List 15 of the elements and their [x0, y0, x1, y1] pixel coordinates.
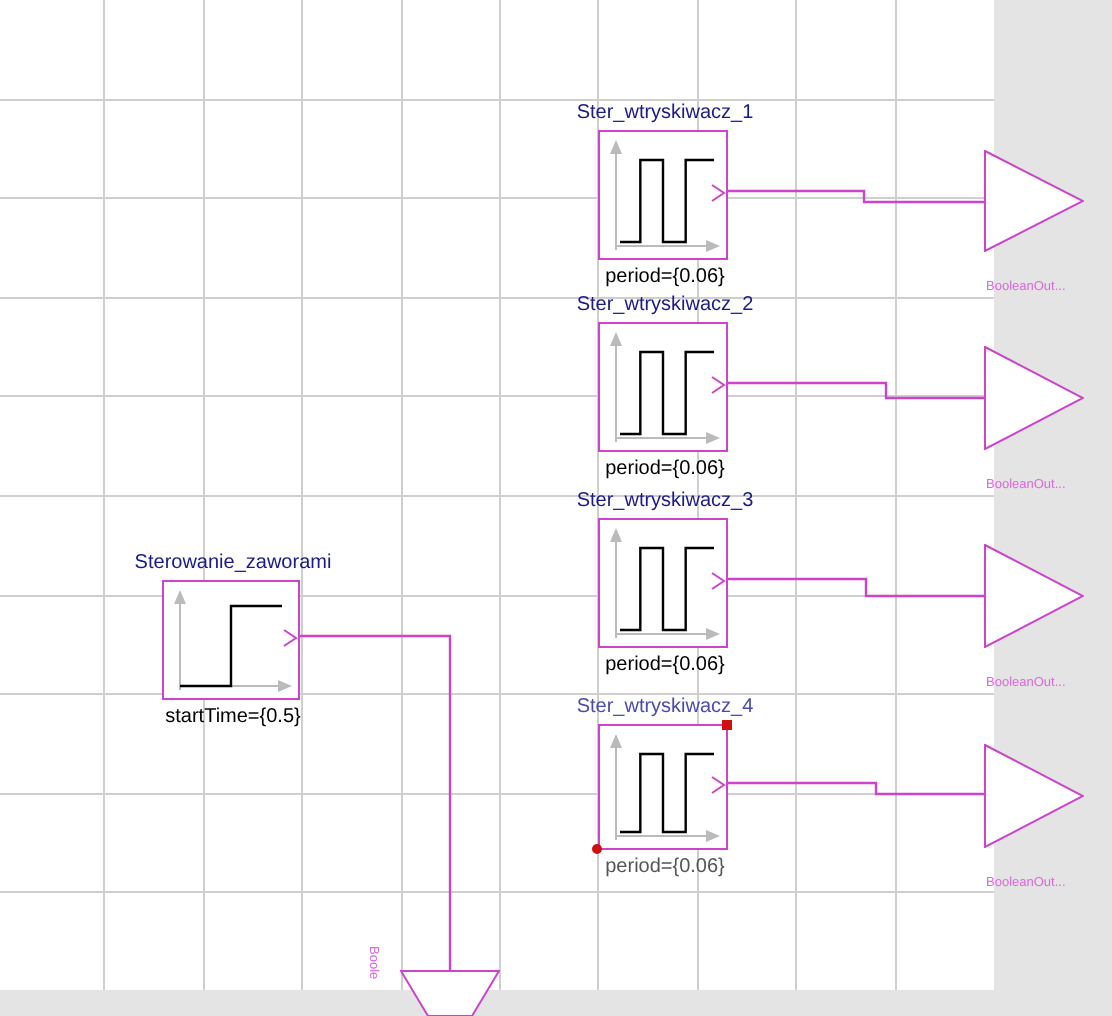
connector-line	[728, 381, 984, 400]
block-name: Ster_wtryskiwacz_2	[576, 294, 754, 316]
block-name: Ster_wtryskiwacz_3	[576, 490, 754, 512]
block-name: Ster_wtryskiwacz_1	[576, 102, 754, 124]
block-name: Sterowanie_zaworami	[134, 552, 332, 574]
parameter-value: period={0.06}	[605, 266, 725, 288]
connector-line	[300, 634, 452, 970]
parameter-value: startTime={0.5}	[165, 706, 301, 728]
block-name: Ster_wtryskiwacz_4	[576, 696, 754, 718]
parameter-value: period={0.06}	[605, 856, 725, 878]
connector-line	[728, 781, 984, 796]
connector-line	[728, 577, 984, 598]
connector-line	[728, 189, 984, 204]
parameter-value: period={0.06}	[605, 654, 725, 676]
parameter-value: period={0.06}	[605, 458, 725, 480]
